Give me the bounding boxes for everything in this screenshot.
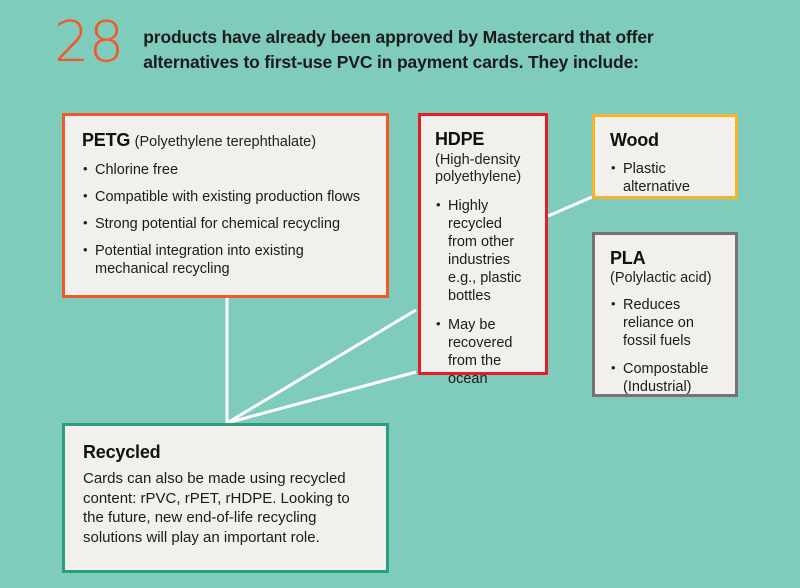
- connector-recycled-to-hdpe-bottom: [226, 370, 417, 425]
- list-item: Compostable (Industrial): [610, 359, 725, 396]
- header: 28 products have already been approved b…: [54, 15, 754, 75]
- card-wood-title: Wood: [610, 130, 659, 150]
- card-pla-title: PLA: [610, 248, 646, 268]
- header-stat-number: 28: [54, 10, 124, 75]
- list-item: May be recovered from the ocean: [435, 315, 535, 388]
- card-recycled-title: Recycled: [83, 442, 161, 462]
- card-wood-bullet-list: Plastic alternative: [610, 159, 725, 196]
- list-item: Highly recycled from other industries e.…: [435, 196, 535, 305]
- card-recycled: Recycled Cards can also be made using re…: [62, 423, 389, 573]
- list-item: Strong potential for chemical recycling: [82, 214, 370, 233]
- card-hdpe-heading: HDPE (High-density polyethylene): [435, 129, 535, 186]
- card-hdpe-bullet-list: Highly recycled from other industries e.…: [435, 196, 535, 388]
- card-petg-heading: PETG (Polyethylene terephthalate): [82, 130, 370, 151]
- card-pla-heading: PLA (Polylactic acid): [610, 248, 725, 286]
- card-petg-bullet-list: Chlorine free Compatible with existing p…: [82, 160, 370, 278]
- header-description: products have already been approved by M…: [143, 27, 654, 72]
- card-wood-heading: Wood: [610, 130, 725, 151]
- list-item: Potential integration into existing mech…: [82, 241, 370, 278]
- list-item: Chlorine free: [82, 160, 370, 179]
- card-petg-title: PETG: [82, 130, 131, 150]
- card-hdpe-subtitle: (High-density polyethylene): [435, 152, 522, 185]
- card-petg-subtitle: (Polyethylene terephthalate): [134, 134, 317, 150]
- card-hdpe-title: HDPE: [435, 129, 485, 149]
- card-wood: Wood Plastic alternative: [592, 114, 738, 199]
- card-petg: PETG (Polyethylene terephthalate) Chlori…: [62, 113, 389, 298]
- connector-recycled-to-hdpe-top: [226, 308, 417, 425]
- connector-hdpe-to-wood: [547, 195, 593, 218]
- card-hdpe: HDPE (High-density polyethylene) Highly …: [418, 113, 548, 387]
- card-pla-bullet-list: Reduces reliance on fossil fuels Compost…: [610, 295, 725, 396]
- card-recycled-body: Cards can also be made using recycled co…: [83, 470, 350, 546]
- list-item: Plastic alternative: [610, 159, 725, 196]
- list-item: Compatible with existing production flow…: [82, 187, 370, 206]
- card-pla: PLA (Polylactic acid) Reduces reliance o…: [592, 232, 738, 397]
- card-pla-subtitle: (Polylactic acid): [610, 270, 712, 286]
- list-item: Reduces reliance on fossil fuels: [610, 295, 725, 350]
